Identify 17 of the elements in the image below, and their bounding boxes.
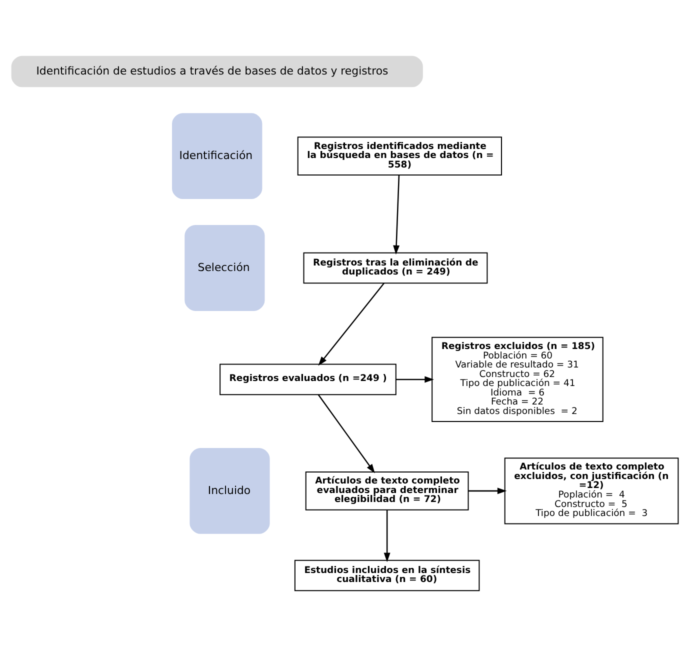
node-box: Incluido — [190, 448, 270, 534]
node-box: Artículos de texto completo excluidos, con justificación (n =12) Poplación = 4 Constructo = 5 Tipo de publicación = 3 — [504, 458, 679, 524]
node-box: Identificación de estudios a través de bases de datos y registros — [11, 56, 423, 88]
node-box: Artículos de texto completo evaluados para determinar elegibilidad (n = 72) — [305, 472, 469, 510]
arrow — [393, 175, 400, 255]
node-box: Selección — [184, 224, 265, 311]
node-box: Registros tras la eliminación de duplicados (n = 249) — [303, 252, 488, 284]
node-box: Identificación — [172, 113, 262, 200]
arrow — [318, 394, 375, 474]
arrow — [384, 510, 390, 562]
node-box: Registros identificados mediante la búsqueda en bases de datos (n = 558) — [297, 136, 502, 176]
arrow — [468, 488, 507, 494]
node-box: Estudios incluidos en la síntesis cualitativa (n = 60) — [294, 560, 480, 592]
arrow — [318, 282, 385, 366]
arrow — [396, 376, 434, 383]
node-box: Registros excluidos (n = 185) Población = 60 Variable de resultado = 31 Constructo = 62 Tipo de publicación = 41 Idioma = 6 Fecha = 22 Sin datos disponibles = 2 — [432, 336, 604, 422]
node-box: Registros evaluados (n =249 ) — [220, 364, 396, 396]
